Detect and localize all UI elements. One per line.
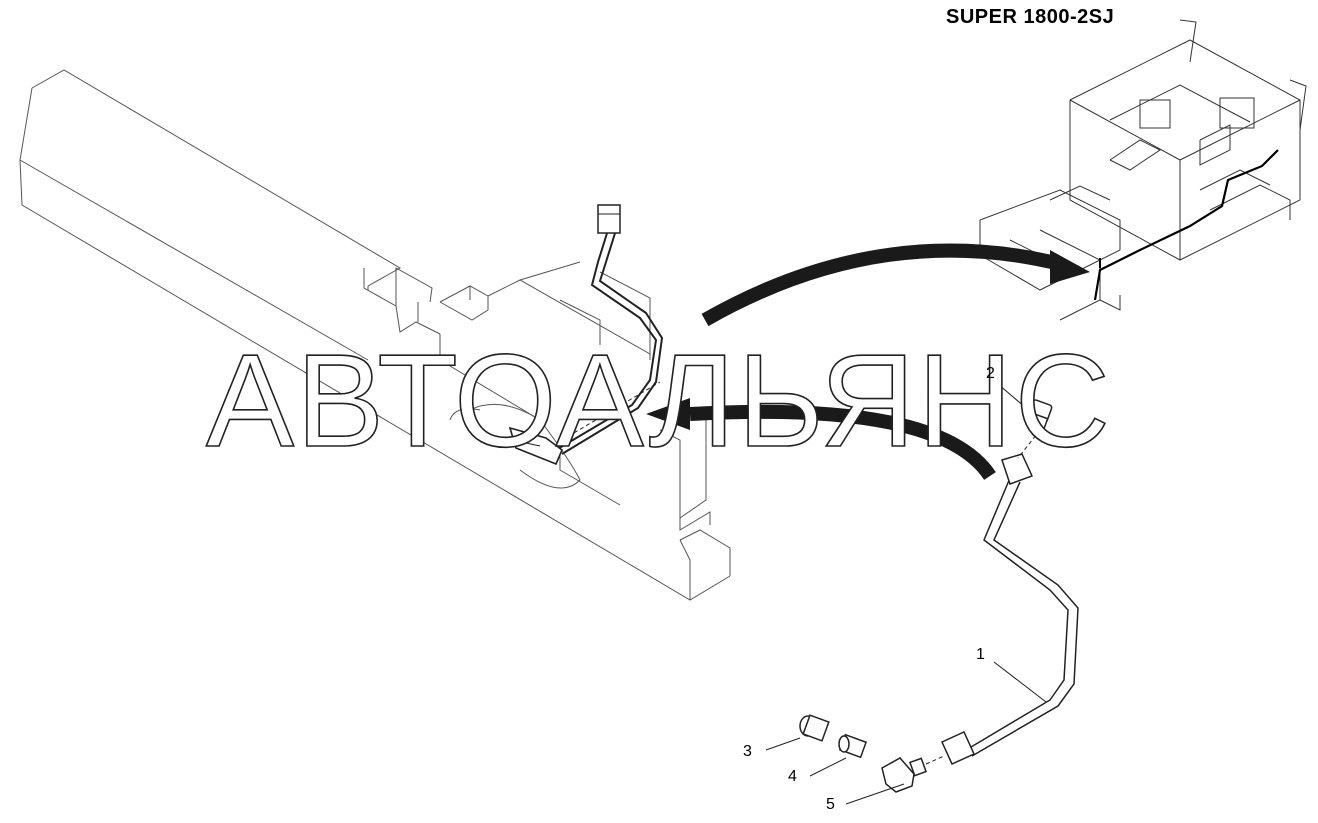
arrow-to-beam [646, 398, 996, 481]
installed-pipe [508, 204, 664, 466]
callout-2: 2 [986, 365, 995, 382]
callout-1: 1 [976, 646, 985, 663]
callout-5: 5 [826, 796, 835, 813]
fitting-part-3 [799, 714, 830, 742]
leader-lines [765, 383, 1047, 805]
machine-chassis [979, 19, 1307, 321]
frame-beam [19, 69, 731, 601]
callout-3: 3 [743, 743, 752, 760]
fitting-part-4 [838, 733, 868, 759]
watermark-text: АВТОАЛЬЯНС [205, 327, 1112, 474]
model-title: SUPER 1800-2SJ [946, 6, 1115, 28]
elbow-part-5 [881, 755, 945, 793]
callout-4: 4 [788, 768, 797, 785]
arrow-to-chassis [701, 243, 1090, 327]
fitting-part-2 [1017, 399, 1053, 459]
pipe-part-1 [941, 453, 1079, 765]
